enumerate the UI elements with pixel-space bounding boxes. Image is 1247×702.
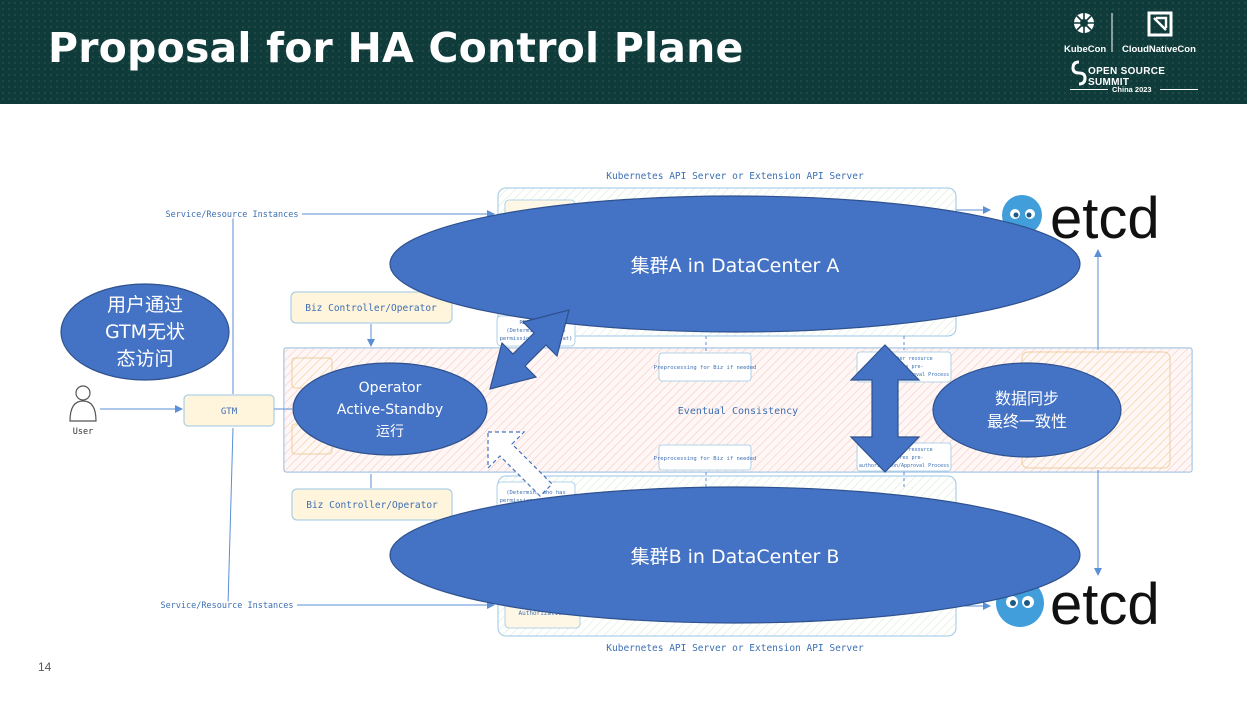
conference-logo: KubeCon CloudNativeCon OPEN SOURCE SUMMI… (1064, 8, 1204, 98)
service-instances-label-bottom: Service/Resource Instances (160, 601, 293, 611)
operator-ellipse (292, 362, 488, 456)
kubecon-logo-icon (1074, 13, 1094, 33)
cloudnativecon-label: CloudNativeCon (1122, 44, 1196, 55)
standby-arrow-icon (487, 431, 553, 497)
authorization-label: Authorization (519, 610, 566, 617)
etcd-logo-top: etcd (1002, 186, 1160, 251)
biz-controller-label-bottom: Biz Controller/Operator (306, 500, 438, 511)
cluster-b-label: 集群B in DataCenter B (631, 546, 840, 568)
slide-title: Proposal for HA Control Plane (48, 24, 744, 72)
cncf-logo-icon (1147, 11, 1173, 37)
event-rule-left (1070, 89, 1108, 90)
operator-line2: Active-Standby (337, 402, 443, 418)
etcd-label-top: etcd (1050, 186, 1160, 251)
service-instances-label-top: Service/Resource Instances (165, 210, 298, 220)
oss-logo-icon (1071, 60, 1087, 86)
eventual-consistency-label: Eventual Consistency (678, 406, 798, 417)
event-label: China 2023 (1112, 85, 1152, 94)
operator-line1: Operator (359, 380, 422, 396)
open-source-summit-label: OPEN SOURCE SUMMIT (1088, 66, 1166, 88)
rbac-bottom-line1: (Determine who has (506, 490, 566, 496)
other-resource-top-line1: Need other resource (875, 356, 932, 362)
other-resource-bottom-line3: authorization/Approval Process (859, 463, 949, 469)
biz-controller-label-top: Biz Controller/Operator (305, 303, 437, 314)
biz-controller-box-top (290, 291, 453, 324)
ha-control-plane-diagram: Kubernetes API Server or Extension API S… (60, 171, 1193, 654)
etcd-label-bottom: etcd (1050, 572, 1160, 637)
stateless-access-ellipse (60, 283, 230, 381)
page-number: 14 (38, 660, 52, 674)
cluster-b-ellipse (389, 486, 1081, 624)
gtm-label: GTM (221, 407, 238, 417)
operator-line3: 运行 (376, 424, 404, 440)
slide-header: Proposal for HA Control Plane (0, 0, 1247, 104)
sync-line1: 数据同步 (995, 389, 1059, 408)
preprocessing-top-label: Preprocessing for Biz if needed (654, 365, 757, 371)
overlay-layer: 集群A in DataCenter A 集群B in DataCenter B … (60, 195, 1122, 624)
gtm-box (183, 394, 275, 427)
operator-failover-arrow-icon (489, 309, 570, 390)
other-resource-bottom-line2: requires pre- (884, 455, 923, 461)
user-icon (69, 385, 97, 422)
stateless-line1: 用户通过 (107, 294, 183, 316)
api-server-label-top: Kubernetes API Server or Extension API S… (606, 171, 864, 182)
api-server-label-bottom: Kubernetes API Server or Extension API S… (606, 643, 864, 654)
data-sync-ellipse (932, 362, 1122, 458)
biz-controller-box-bottom (291, 488, 453, 521)
event-rule-right (1160, 89, 1198, 90)
connector-lines (100, 206, 1102, 610)
stateless-line3: 态访问 (116, 348, 173, 370)
cluster-a-ellipse (389, 195, 1081, 333)
cluster-a-label: 集群A in DataCenter A (631, 255, 840, 277)
stateless-line2: GTM无状 (105, 321, 185, 343)
user-label: User (73, 427, 93, 437)
data-sync-arrow-icon (849, 344, 921, 473)
preprocessing-box-bottom (658, 444, 752, 471)
sync-line2: 最终一致性 (987, 412, 1067, 431)
preprocessing-box-top (658, 352, 752, 382)
conference-logo-marks (1071, 11, 1173, 86)
preprocessing-bottom-label: Preprocessing for Biz if needed (654, 456, 757, 462)
kubecon-label: KubeCon (1064, 44, 1107, 55)
